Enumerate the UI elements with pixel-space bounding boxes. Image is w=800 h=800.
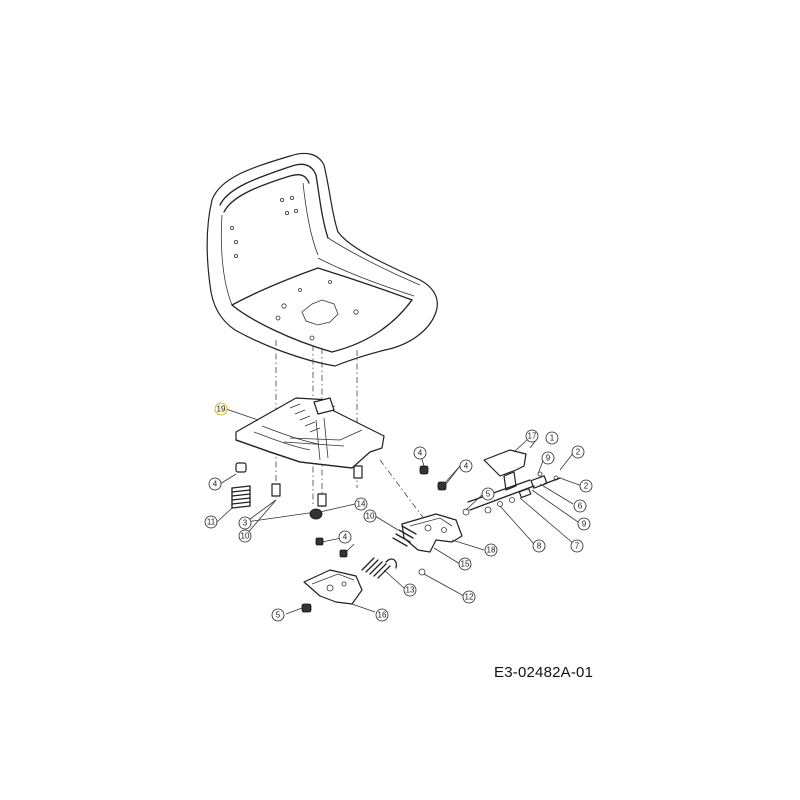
svg-text:11: 11 <box>207 518 216 527</box>
svg-text:4: 4 <box>464 462 469 471</box>
drawing-code-label: E3-02482A-01 <box>494 664 594 681</box>
callout-3: 3 <box>238 516 252 530</box>
callout-4: 4 <box>208 477 222 491</box>
callout-4: 4 <box>413 446 427 460</box>
callout-4: 4 <box>459 459 473 473</box>
callout-9: 9 <box>541 451 555 465</box>
latch-hardware <box>419 449 561 516</box>
svg-text:19: 19 <box>217 405 226 414</box>
svg-text:15: 15 <box>461 560 470 569</box>
lower-bracket <box>301 537 426 613</box>
callout-2: 2 <box>579 479 593 493</box>
svg-text:9: 9 <box>546 454 551 463</box>
leader-lines <box>216 408 583 615</box>
callout-16: 16 <box>375 608 389 622</box>
callout-10: 10 <box>363 509 377 523</box>
svg-text:9: 9 <box>582 520 587 529</box>
callout-2: 2 <box>571 445 585 459</box>
svg-text:17: 17 <box>528 432 537 441</box>
svg-text:1: 1 <box>550 434 555 443</box>
svg-text:5: 5 <box>486 490 491 499</box>
callout-18: 18 <box>484 543 498 557</box>
callout-10: 10 <box>238 529 252 543</box>
callout-4: 4 <box>338 530 352 544</box>
svg-text:16: 16 <box>378 611 387 620</box>
callout-15: 15 <box>458 557 472 571</box>
callout-13: 13 <box>403 583 417 597</box>
callout-11: 11 <box>204 515 218 529</box>
callout-8: 8 <box>532 539 546 553</box>
svg-text:18: 18 <box>487 546 496 555</box>
callout-17: 17 <box>525 429 539 443</box>
seat-plate <box>235 397 385 507</box>
callout-6: 6 <box>573 499 587 513</box>
callout-9: 9 <box>577 517 591 531</box>
svg-text:4: 4 <box>343 533 348 542</box>
svg-text:5: 5 <box>276 611 281 620</box>
svg-text:10: 10 <box>241 532 250 541</box>
svg-text:6: 6 <box>578 502 583 511</box>
seat-shell <box>206 152 438 367</box>
svg-text:7: 7 <box>575 542 580 551</box>
svg-text:8: 8 <box>537 542 542 551</box>
svg-text:10: 10 <box>366 512 375 521</box>
svg-text:3: 3 <box>243 519 248 528</box>
callout-19: 19 <box>214 402 228 416</box>
svg-text:2: 2 <box>576 448 581 457</box>
callout-1: 1 <box>545 431 559 445</box>
svg-text:13: 13 <box>406 586 415 595</box>
callout-12: 12 <box>462 590 476 604</box>
callout-14: 14 <box>354 497 368 511</box>
svg-text:4: 4 <box>418 449 423 458</box>
svg-text:12: 12 <box>465 593 474 602</box>
left-spring-group <box>231 462 251 509</box>
svg-text:2: 2 <box>584 482 589 491</box>
adjuster-knob <box>309 508 323 520</box>
svg-text:4: 4 <box>213 480 218 489</box>
svg-text:14: 14 <box>357 500 366 509</box>
main-bracket <box>392 513 463 553</box>
callout-7: 7 <box>570 539 584 553</box>
callout-5: 5 <box>271 608 285 622</box>
callout-5: 5 <box>481 487 495 501</box>
